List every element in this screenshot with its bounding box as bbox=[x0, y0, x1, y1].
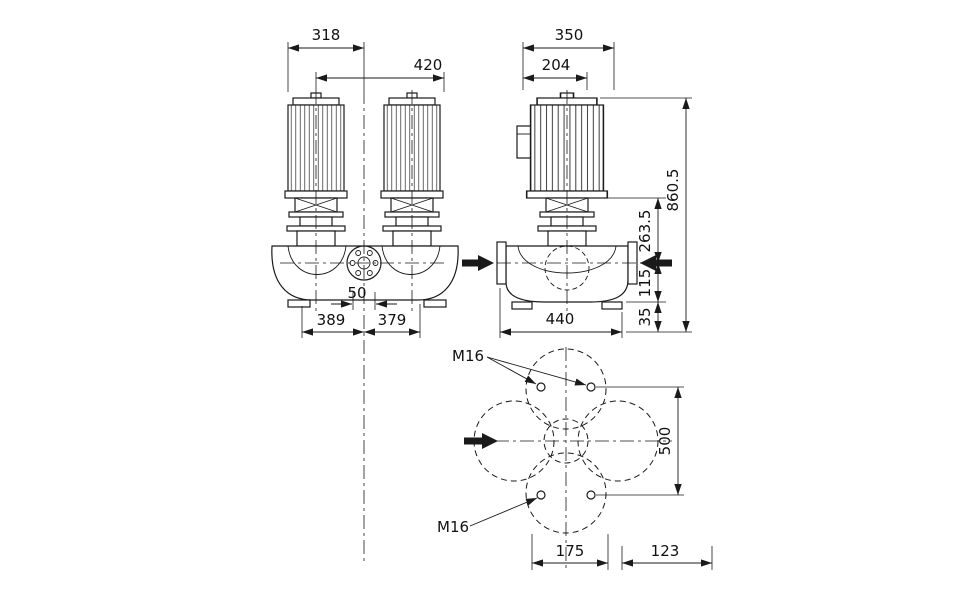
dim-label-204: 204 bbox=[542, 56, 571, 74]
dim-318: 318 bbox=[287, 26, 365, 92]
dim-420: 420 bbox=[315, 56, 445, 92]
flow-arrow-left bbox=[462, 255, 494, 271]
dim-label-389: 389 bbox=[317, 311, 346, 329]
dim-label-420: 420 bbox=[414, 56, 443, 74]
dim-50: 50 bbox=[331, 284, 397, 310]
dim-label-350: 350 bbox=[555, 26, 584, 44]
dim-350: 350 bbox=[522, 26, 615, 90]
dim-123: 123 bbox=[621, 542, 713, 570]
front-foot-right bbox=[423, 299, 447, 308]
dim-label-175: 175 bbox=[556, 542, 585, 560]
dim-label-123: 123 bbox=[651, 542, 680, 560]
dim-label-500: 500 bbox=[656, 427, 674, 456]
side-view: 350 204 263.5 115 35 bbox=[462, 26, 692, 338]
dim-label-860-5: 860.5 bbox=[664, 169, 682, 212]
dim-label-35: 35 bbox=[636, 307, 654, 326]
dim-vertical-group: 263.5 115 35 860.5 bbox=[600, 97, 692, 333]
dim-35: 35 bbox=[636, 302, 662, 332]
thread-label-top: M16 bbox=[452, 347, 484, 365]
dim-263-5: 263.5 bbox=[636, 198, 662, 263]
front-foot-left bbox=[287, 299, 311, 308]
plan-bolt-holes bbox=[536, 382, 596, 500]
side-foot-right bbox=[601, 301, 623, 310]
dim-label-115: 115 bbox=[636, 269, 654, 298]
front-view: 318 420 50 389 379 bbox=[271, 26, 459, 562]
dim-115: 115 bbox=[636, 263, 662, 302]
thread-callout-bottom: M16 bbox=[437, 497, 538, 536]
thread-callout-top: M16 bbox=[452, 347, 587, 386]
dim-379: 379 bbox=[364, 304, 421, 338]
dim-label-318: 318 bbox=[312, 26, 341, 44]
dim-label-379: 379 bbox=[378, 311, 407, 329]
flow-arrow-plan bbox=[464, 433, 498, 449]
dim-860-5: 860.5 bbox=[664, 98, 690, 332]
dim-label-263-5: 263.5 bbox=[636, 210, 654, 253]
plan-view: M16 M16 500 175 123 bbox=[437, 347, 713, 570]
dim-500: 500 bbox=[596, 386, 684, 496]
dim-label-50: 50 bbox=[347, 284, 366, 302]
dim-389: 389 bbox=[301, 306, 364, 338]
dim-175: 175 bbox=[531, 534, 609, 570]
side-foot-left bbox=[511, 301, 533, 310]
dim-label-440: 440 bbox=[546, 310, 575, 328]
thread-label-bottom: M16 bbox=[437, 518, 469, 536]
dim-204: 204 bbox=[523, 56, 588, 90]
dim-440: 440 bbox=[499, 288, 623, 338]
